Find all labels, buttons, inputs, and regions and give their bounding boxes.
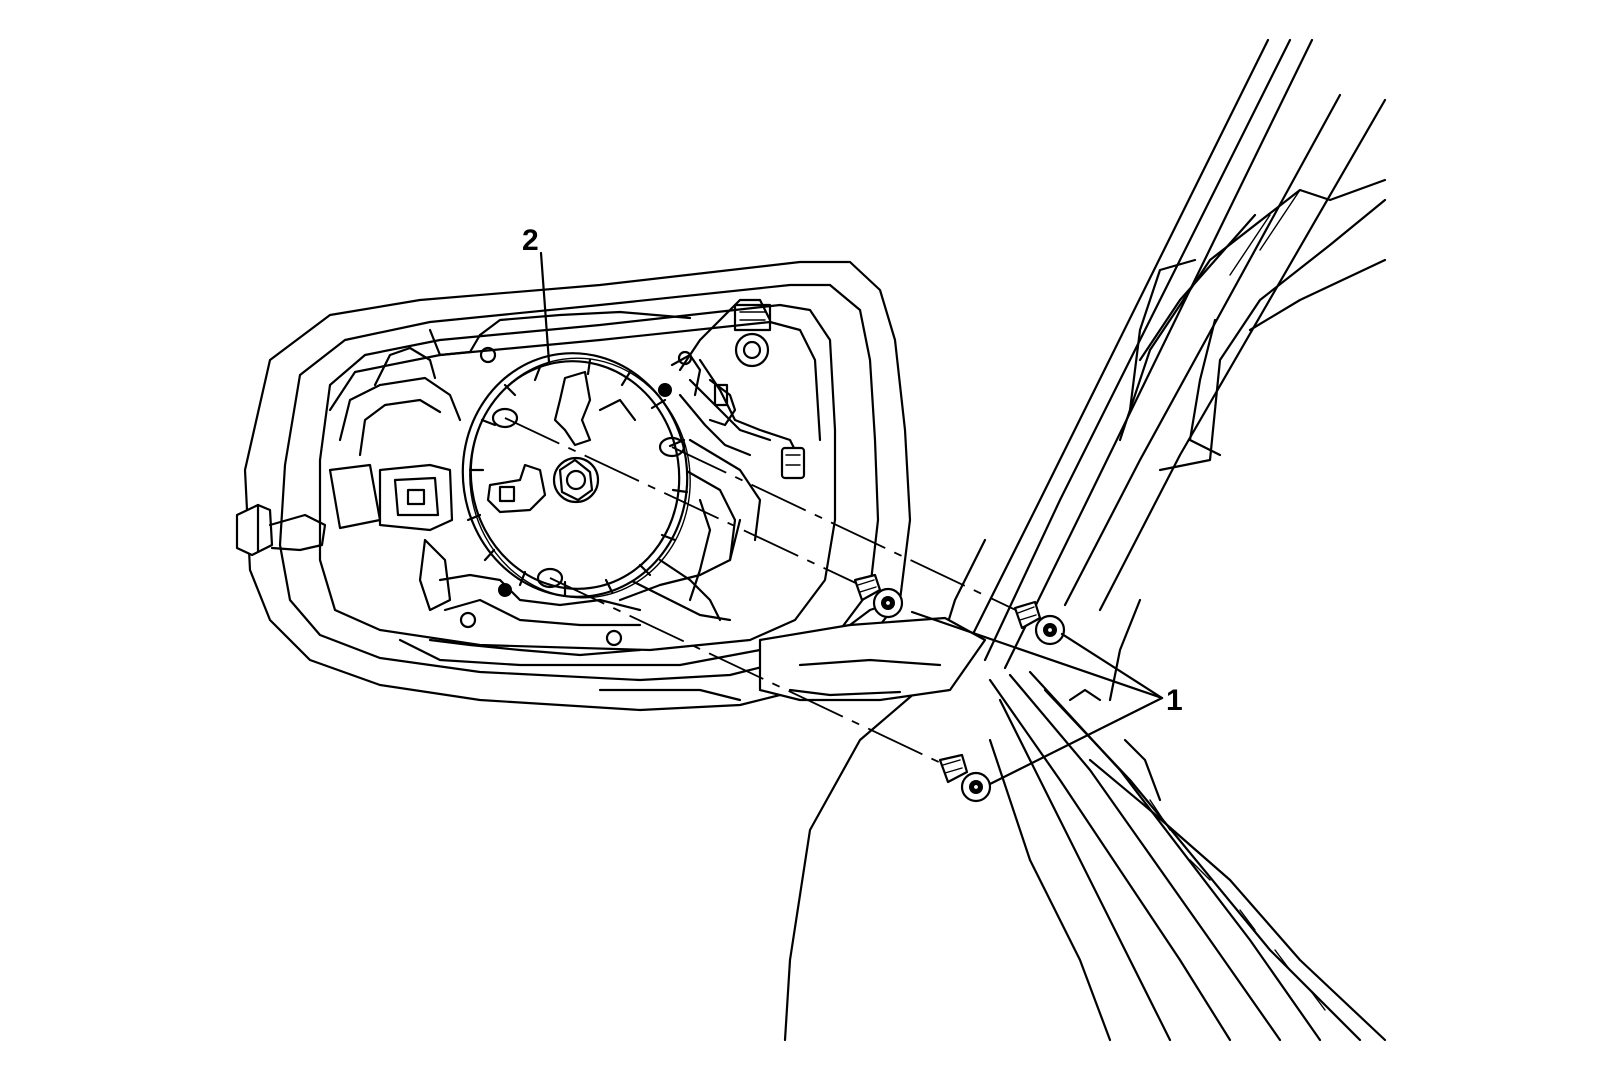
callout-label-2: 2 bbox=[522, 224, 539, 257]
bolt-lower bbox=[938, 753, 992, 803]
internal-mechanism bbox=[328, 298, 806, 657]
bolt-right bbox=[1013, 600, 1066, 646]
bolt-upper-center bbox=[853, 573, 904, 619]
door-frame bbox=[783, 38, 1387, 1042]
leader-lines bbox=[539, 251, 1164, 786]
fastener-centerlines bbox=[504, 417, 1021, 766]
mirror-glass-backing-plate bbox=[461, 352, 691, 599]
callout-label-1: 1 bbox=[1166, 684, 1183, 717]
